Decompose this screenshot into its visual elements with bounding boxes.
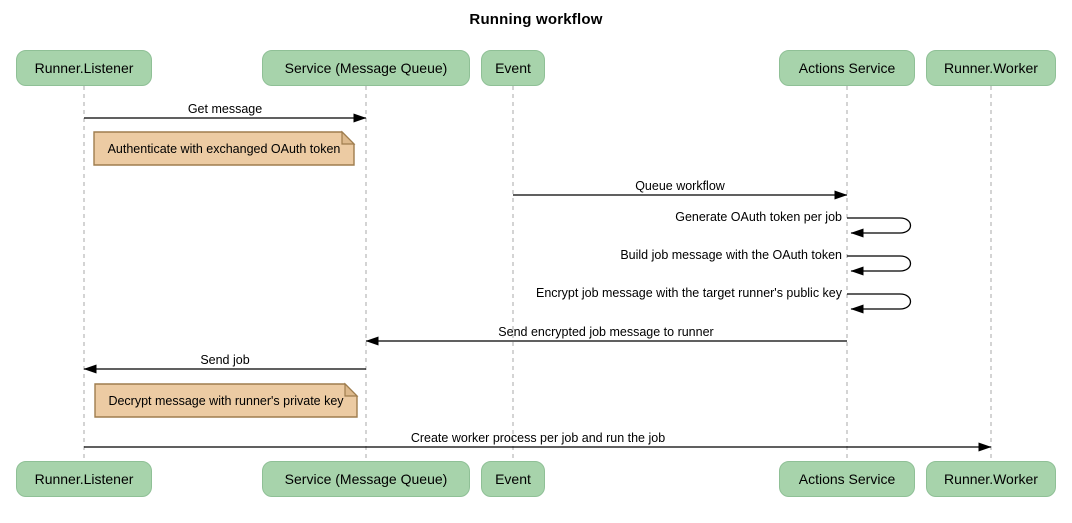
actor-label: Event [495,60,531,76]
actor-top-service-message-queue: Service (Message Queue) [262,50,470,86]
actor-top-runner-worker: Runner.Worker [926,50,1056,86]
actor-label: Runner.Listener [34,60,134,76]
actor-label: Event [495,471,531,487]
actor-top-actions-service: Actions Service [779,50,915,86]
diagram-title: Running workflow [469,11,603,28]
actor-bottom-actions-service: Actions Service [779,461,915,497]
note-shape-authenticate [93,131,355,166]
self-arrow-generate-oauth-token [847,217,912,238]
message-label-build-job-message: Build job message with the OAuth token [620,248,842,262]
actor-bottom-runner-worker: Runner.Worker [926,461,1056,497]
note-shape-decrypt [94,383,358,418]
note-decrypt-private-key: Decrypt message with runner's private ke… [108,393,344,408]
message-label-generate-oauth-token: Generate OAuth token per job [675,210,842,224]
actor-top-runner-listener: Runner.Listener [16,50,152,86]
actor-bottom-service-message-queue: Service (Message Queue) [262,461,470,497]
actor-label: Actions Service [798,60,896,76]
actor-label: Runner.Worker [944,60,1038,76]
message-label-create-worker-process: Create worker process per job and run th… [410,431,666,445]
message-label-queue-workflow: Queue workflow [635,179,725,193]
message-label-send-job: Send job [200,353,250,367]
message-label-encrypt-job-message: Encrypt job message with the target runn… [535,286,842,300]
actor-label: Service (Message Queue) [284,471,448,487]
actor-bottom-event: Event [481,461,545,497]
actor-label: Runner.Listener [34,471,134,487]
note-authenticate-oauth: Authenticate with exchanged OAuth token [107,141,341,156]
note-fold-decrypt [344,382,359,397]
actor-label: Actions Service [798,471,896,487]
actor-label: Service (Message Queue) [284,60,448,76]
message-label-get-message: Get message [187,102,263,116]
message-label-send-encrypted-job-message: Send encrypted job message to runner [498,325,714,339]
actor-label: Runner.Worker [944,471,1038,487]
self-arrow-encrypt-job-message [847,293,912,314]
note-fold-authenticate [341,130,356,145]
actor-bottom-runner-listener: Runner.Listener [16,461,152,497]
actor-top-event: Event [481,50,545,86]
self-arrow-build-job-message [847,255,912,276]
